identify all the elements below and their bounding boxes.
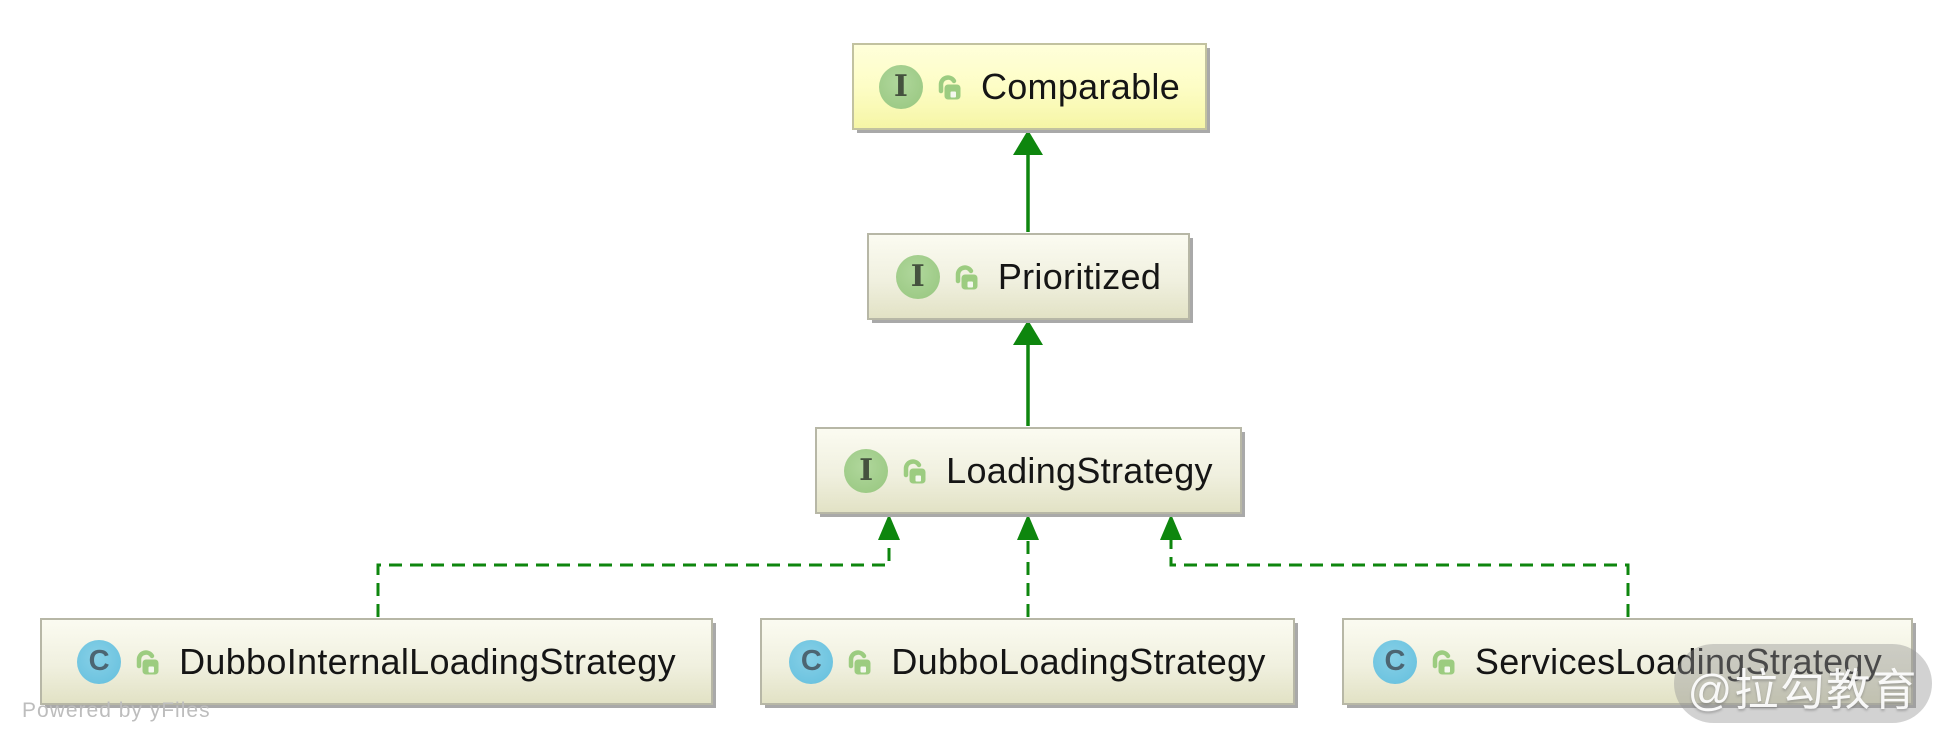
arrowhead — [1017, 514, 1039, 540]
node-label: DubboInternalLoadingStrategy — [179, 640, 676, 682]
node-prioritized[interactable]: I Prioritized — [867, 233, 1190, 320]
arrowhead — [1013, 320, 1043, 345]
node-comparable[interactable]: I Comparable — [852, 43, 1207, 130]
node-label: ServicesLoadingStrategy — [1474, 640, 1883, 682]
class-badge-icon: C — [789, 639, 834, 684]
open-lock-icon — [938, 74, 961, 99]
edge-dubboloadingstrategy-implements-loadingstrategy[interactable] — [1017, 514, 1039, 617]
edge-prioritized-extends-comparable[interactable] — [1013, 130, 1043, 232]
arrowhead — [1013, 130, 1043, 155]
open-lock-icon — [136, 649, 159, 674]
edge-loadingstrategy-extends-prioritized[interactable] — [1013, 320, 1043, 426]
node-label: DubboLoadingStrategy — [891, 640, 1266, 682]
interface-badge-icon: I — [895, 254, 940, 299]
edge-servicesloadingstrategy-implements-loadingstrategy[interactable] — [1160, 514, 1630, 617]
interface-badge-icon: I — [878, 64, 923, 109]
class-badge-icon: C — [77, 639, 122, 684]
arrowhead — [878, 514, 900, 540]
open-lock-icon — [1432, 649, 1455, 674]
interface-badge-icon: I — [844, 448, 889, 493]
laguojiaoyu-watermark-badge: @拉勾教育 — [1674, 644, 1932, 723]
open-lock-icon — [849, 649, 871, 674]
node-dubboloadingstrategy[interactable]: C DubboLoadingStrategy — [760, 618, 1295, 705]
edge-dubbointernalloadingstrategy-implements-loadingstrategy[interactable] — [376, 514, 900, 617]
yfiles-watermark: Powered by yFiles — [22, 699, 211, 722]
arrowhead — [1160, 514, 1182, 540]
open-lock-icon — [955, 264, 978, 289]
node-label: Prioritized — [997, 255, 1162, 297]
node-servicesloadingstrategy[interactable]: C ServicesLoadingStrategy — [1342, 618, 1913, 705]
watermark-text: @拉勾教育 — [1687, 665, 1919, 715]
class-badge-icon: C — [1372, 639, 1417, 684]
node-label: Comparable — [980, 65, 1181, 107]
node-loadingstrategy[interactable]: I LoadingStrategy — [815, 427, 1242, 514]
open-lock-icon — [903, 458, 926, 483]
node-dubbointernalloadingstrategy[interactable]: C DubboInternalLoadingStrategy — [40, 618, 713, 705]
node-label: LoadingStrategy — [946, 449, 1213, 491]
